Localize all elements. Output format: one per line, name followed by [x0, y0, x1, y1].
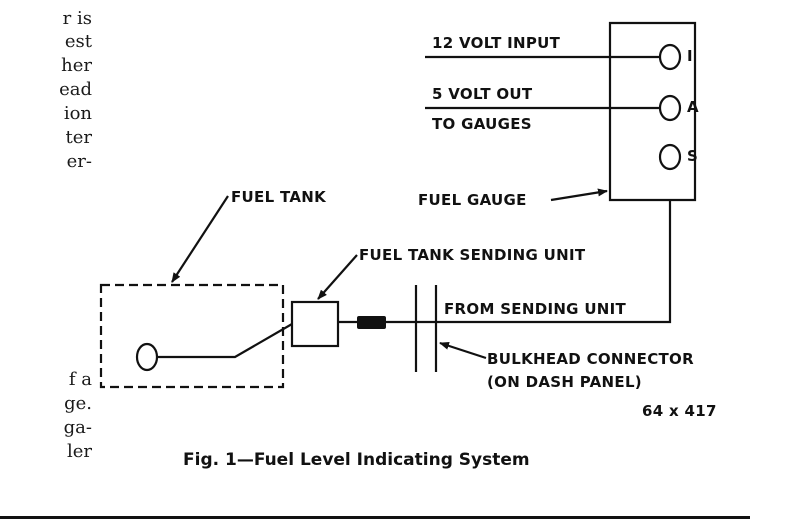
label-fuel-tank: FUEL TANK [231, 188, 327, 206]
float-icon [135, 342, 159, 372]
label-sending-unit: FUEL TANK SENDING UNIT [359, 246, 586, 264]
label-from-sending-unit: FROM SENDING UNIT [444, 300, 627, 318]
text-line: ga- [63, 417, 92, 438]
bulkhead-arrow [439, 341, 487, 360]
text-line: ead [59, 79, 92, 100]
fuel-tank-box [99, 283, 285, 389]
text-line: ge. [64, 393, 92, 414]
horizontal-rule [0, 516, 750, 519]
sending-unit-arrow [317, 254, 358, 300]
text-line: ter [65, 127, 93, 148]
label-to-gauges: TO GAUGES [432, 115, 532, 133]
terminal-label-s: S [687, 147, 699, 165]
terminal-i [658, 43, 682, 71]
text-line: her [61, 55, 92, 76]
terminal-s [658, 143, 682, 171]
text-line: ion [63, 103, 92, 124]
fuel-tank-arrow [171, 195, 229, 283]
figure-caption: Fig. 1—Fuel Level Indicating System [183, 450, 530, 470]
text-line: ler [66, 441, 92, 462]
label-fuel-gauge: FUEL GAUGE [418, 191, 527, 209]
terminal-label-a: A [687, 98, 699, 116]
terminal-a [658, 94, 682, 122]
float-arm [157, 323, 293, 359]
figure-code: 64 x 417 [642, 402, 717, 420]
fuel-gauge-box [608, 21, 697, 202]
label-bulkhead-connector: BULKHEAD CONNECTOR [487, 350, 694, 368]
label-on-dash-panel: (ON DASH PANEL) [487, 373, 642, 391]
text-line: f a [68, 369, 92, 390]
terminal-label-i: I [687, 47, 693, 65]
sending-unit-wire [338, 200, 672, 324]
label-5v-out: 5 VOLT OUT [432, 85, 533, 103]
label-12v-input: 12 VOLT INPUT [432, 34, 561, 52]
text-line: r is [62, 8, 92, 29]
inline-connector-icon [357, 316, 386, 329]
sending-unit-box [290, 300, 340, 348]
fuel-gauge-arrow [550, 188, 608, 202]
text-line: er- [66, 151, 92, 172]
text-line: est [64, 31, 92, 52]
